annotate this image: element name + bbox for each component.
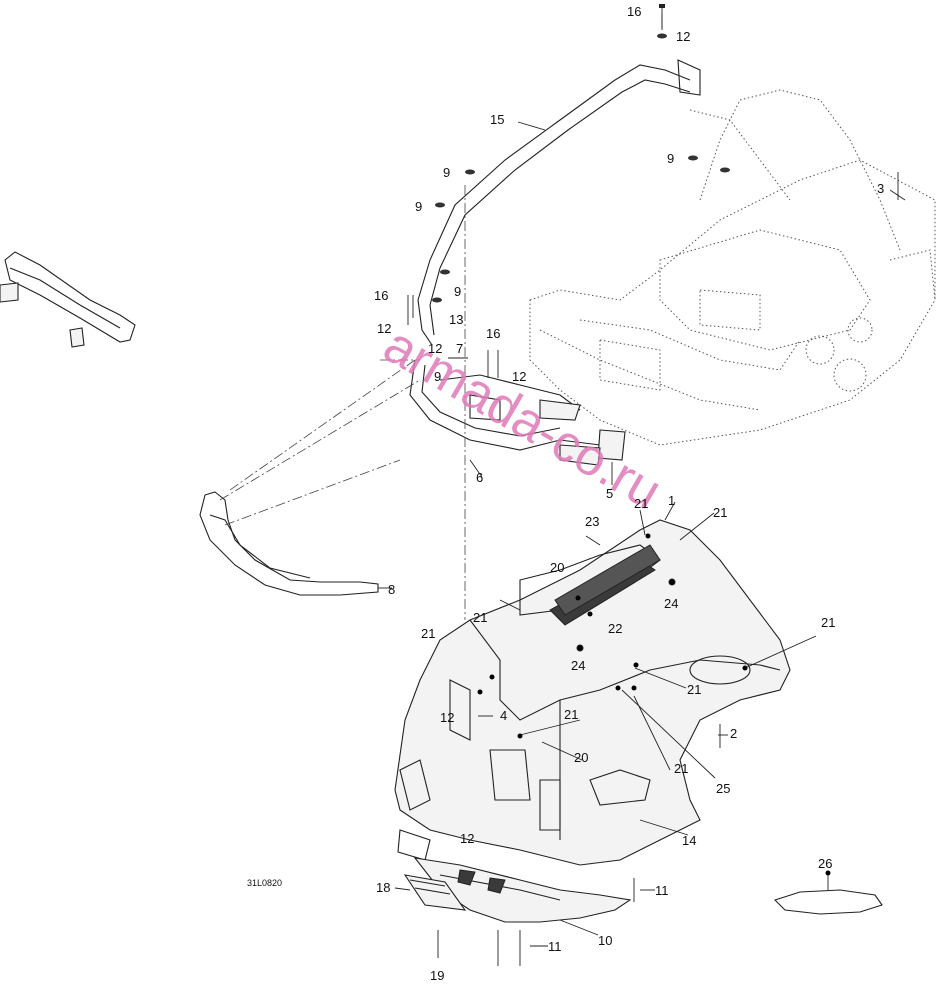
callout-11: 11 <box>655 883 669 898</box>
front-bumper-6 <box>409 359 626 466</box>
callout-12: 12 <box>440 710 454 725</box>
callout-20: 20 <box>574 750 588 765</box>
callout-24: 24 <box>571 658 585 673</box>
callout-2: 2 <box>730 726 737 741</box>
front-bar-8 <box>199 491 379 596</box>
callout-12: 12 <box>428 341 442 356</box>
callout-21: 21 <box>687 682 701 697</box>
callout-4: 4 <box>500 708 507 723</box>
bolts <box>407 4 899 966</box>
callout-16: 16 <box>627 4 641 19</box>
callout-14: 14 <box>682 833 696 848</box>
callout-20: 20 <box>550 560 564 575</box>
pad-26 <box>773 889 883 915</box>
callout-21: 21 <box>674 761 688 776</box>
callout-1: 1 <box>668 493 675 508</box>
leader-lines <box>219 14 906 947</box>
callout-13: 13 <box>449 312 463 327</box>
callout-24: 24 <box>664 596 678 611</box>
drawing-code: 31L0820 <box>247 878 282 888</box>
callout-21: 21 <box>634 496 648 511</box>
callout-21: 21 <box>473 610 487 625</box>
callout-22: 22 <box>608 621 622 636</box>
callout-16: 16 <box>374 288 388 303</box>
side-rail-part <box>0 251 136 348</box>
fastener-dots <box>477 533 831 876</box>
callout-7: 7 <box>456 341 463 356</box>
callout-9: 9 <box>434 369 441 384</box>
callout-23: 23 <box>585 514 599 529</box>
callout-8: 8 <box>388 582 395 597</box>
callout-21: 21 <box>821 615 835 630</box>
callout-21: 21 <box>421 626 435 641</box>
callout-12: 12 <box>460 831 474 846</box>
skid-plate-10 <box>413 857 632 923</box>
callout-15: 15 <box>490 112 504 127</box>
mesh-grille-22 <box>549 544 661 626</box>
callout-25: 25 <box>716 781 730 796</box>
callout-9: 9 <box>667 151 674 166</box>
callout-6: 6 <box>476 470 483 485</box>
callout-5: 5 <box>606 486 613 501</box>
callout-10: 10 <box>598 933 612 948</box>
callout-12: 12 <box>377 321 391 336</box>
callout-26: 26 <box>818 856 832 871</box>
tube-bar-15 <box>417 59 701 346</box>
callout-18: 18 <box>376 880 390 895</box>
vehicle-frame <box>529 89 936 446</box>
decal-18 <box>403 874 467 911</box>
callout-3: 3 <box>877 181 884 196</box>
watermark-text: armada-co.ru <box>374 316 671 521</box>
callout-21: 21 <box>564 707 578 722</box>
callout-9: 9 <box>454 284 461 299</box>
callout-12: 12 <box>512 369 526 384</box>
callout-9: 9 <box>415 199 422 214</box>
callout-16: 16 <box>486 326 500 341</box>
callout-9: 9 <box>443 165 450 180</box>
callout-19: 19 <box>430 968 444 983</box>
callout-12: 12 <box>676 29 690 44</box>
body-panel-14 <box>394 519 791 866</box>
callout-11: 11 <box>548 939 562 954</box>
callout-21: 21 <box>713 505 727 520</box>
